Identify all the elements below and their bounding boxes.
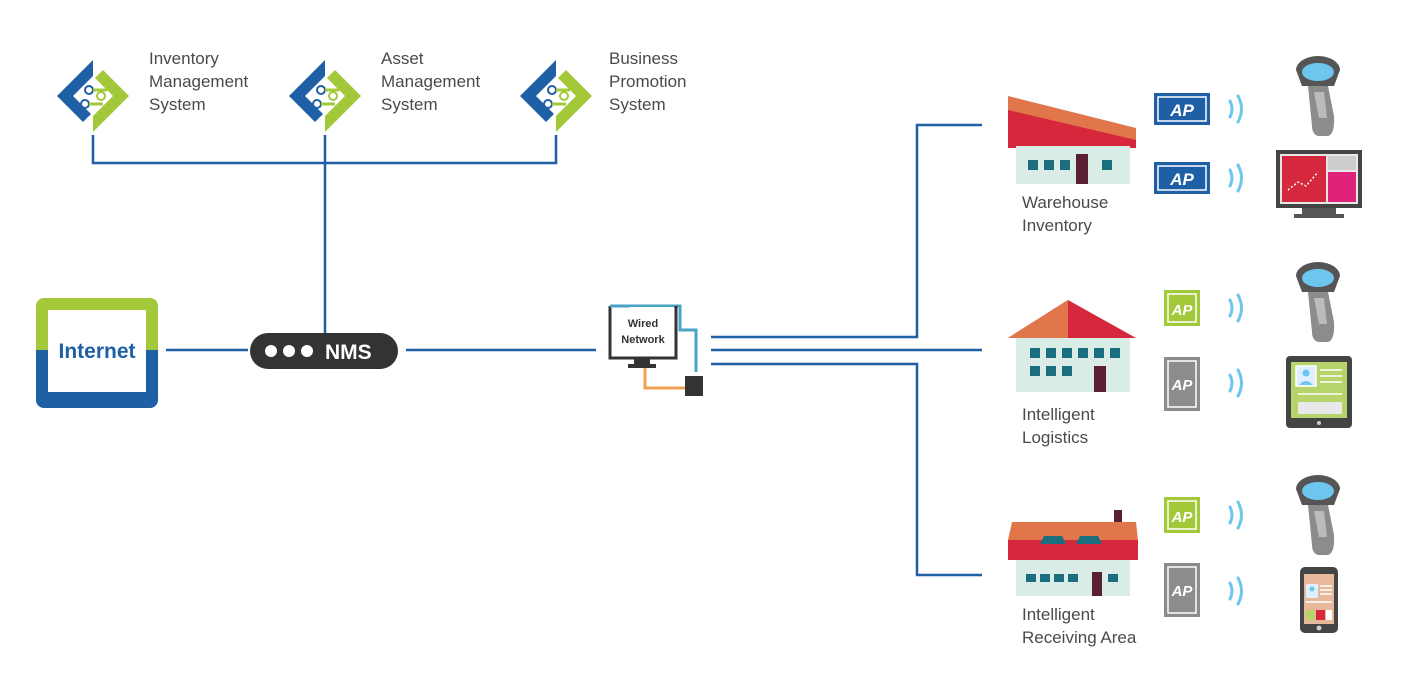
tablet-icon[interactable] (1286, 356, 1352, 428)
wifi-icon (1228, 163, 1243, 193)
wired-label-line2: Network (621, 334, 665, 346)
wired-to-receiving-line (711, 362, 982, 577)
system-icon-inventory[interactable] (57, 60, 129, 132)
receiving-label: Intelligent Receiving Area (1022, 605, 1137, 647)
system-label-line: Management (149, 72, 249, 91)
system-icon-business[interactable] (520, 60, 592, 132)
ap-blue-2[interactable]: AP (1154, 162, 1210, 194)
system-label-line: Inventory (149, 49, 219, 68)
ap-green-1[interactable]: AP (1164, 290, 1200, 326)
system-label-asset: Asset Management System (381, 49, 481, 114)
site-label-line: Intelligent (1022, 405, 1095, 424)
ap-gray-1[interactable]: AP (1164, 357, 1200, 411)
ap-label: AP (1171, 302, 1194, 319)
nms-dot-icon (283, 345, 295, 357)
ap-label: AP (1169, 170, 1194, 189)
system-label-inventory: Inventory Management System (149, 49, 249, 114)
receiving-building-icon[interactable] (1008, 510, 1138, 596)
ap-gray-2[interactable]: AP (1164, 563, 1200, 617)
wifi-icon (1228, 94, 1243, 124)
logistics-building-icon[interactable] (1008, 300, 1136, 392)
monitor-icon[interactable] (1276, 150, 1362, 218)
wifi-icon (1228, 576, 1243, 606)
wired-network-node[interactable]: Wired Network (608, 304, 703, 396)
ap-blue-1[interactable]: AP (1154, 93, 1210, 125)
nms-label: NMS (325, 341, 372, 364)
site-label-line: Receiving Area (1022, 628, 1137, 647)
wifi-icon (1228, 293, 1243, 323)
system-label-line: Business (609, 49, 678, 68)
wifi-icon (1228, 500, 1243, 530)
internet-label: Internet (58, 340, 135, 363)
ap-green-2[interactable]: AP (1164, 497, 1200, 533)
nms-node[interactable]: NMS (250, 333, 398, 369)
site-label-line: Warehouse (1022, 193, 1108, 212)
wifi-icon (1228, 368, 1243, 398)
barcode-scanner-icon[interactable] (1296, 56, 1340, 136)
logistics-label: Intelligent Logistics (1022, 405, 1095, 447)
warehouse-label: Warehouse Inventory (1022, 193, 1108, 235)
nms-dot-icon (265, 345, 277, 357)
system-label-line: System (609, 95, 666, 114)
connection-lines (91, 123, 982, 577)
barcode-scanner-icon[interactable] (1296, 475, 1340, 555)
system-diamond-icon (289, 60, 361, 132)
ap-label: AP (1171, 509, 1194, 526)
site-label-line: Inventory (1022, 216, 1092, 235)
nms-dot-icon (301, 345, 313, 357)
internet-node[interactable]: Internet (36, 298, 158, 408)
phone-icon[interactable] (1300, 567, 1338, 633)
system-diamond-icon (520, 60, 592, 132)
system-label-line: Promotion (609, 72, 686, 91)
ap-label: AP (1171, 377, 1194, 394)
wired-label-line1: Wired (628, 318, 658, 330)
site-label-line: Intelligent (1022, 605, 1095, 624)
system-icon-asset[interactable] (289, 60, 361, 132)
ap-label: AP (1171, 583, 1194, 600)
wifi-waves (1228, 94, 1243, 606)
wired-to-warehouse-line (711, 123, 982, 339)
warehouse-building-icon[interactable] (1008, 96, 1136, 184)
system-diamond-icon (57, 60, 129, 132)
ap-label: AP (1169, 101, 1194, 120)
system-label-line: System (149, 95, 206, 114)
switch-box-icon (685, 376, 703, 396)
site-label-line: Logistics (1022, 428, 1088, 447)
system-label-business: Business Promotion System (609, 49, 686, 114)
barcode-scanner-icon[interactable] (1296, 262, 1340, 342)
system-label-line: Asset (381, 49, 424, 68)
system-label-line: Management (381, 72, 481, 91)
system-label-line: System (381, 95, 438, 114)
